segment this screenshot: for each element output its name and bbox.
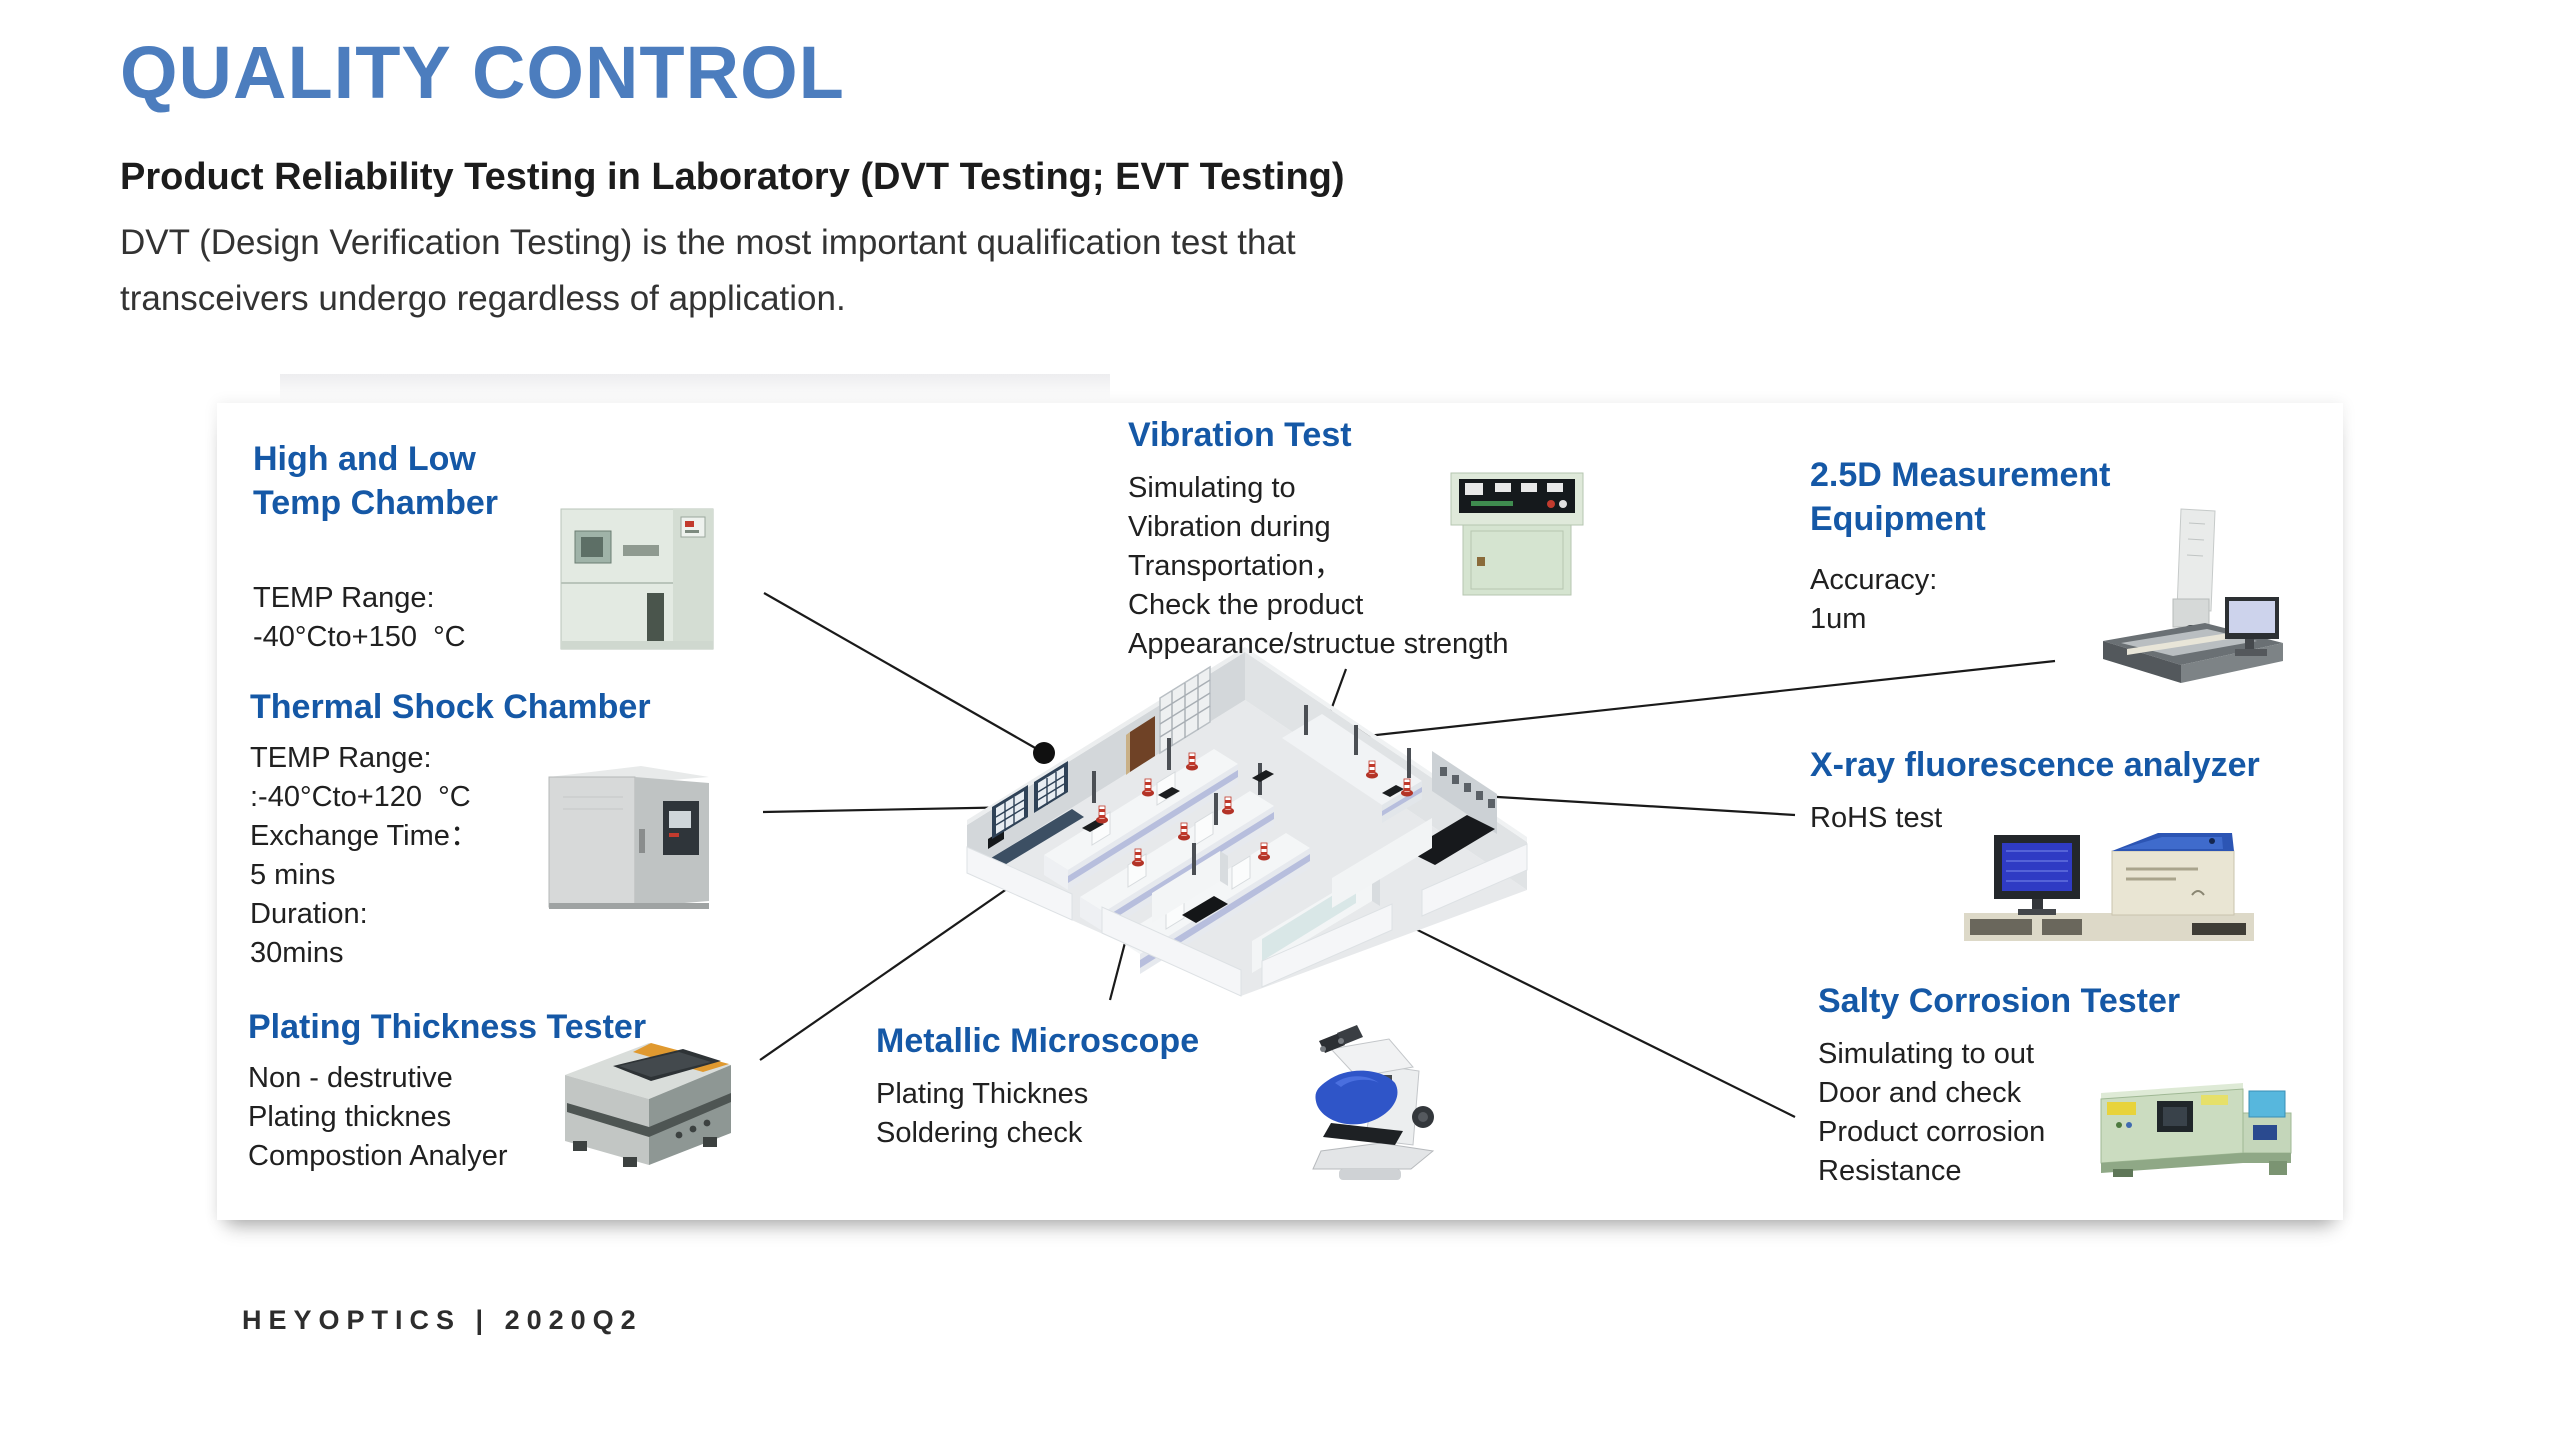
callout-title: Salty Corrosion Tester [1818,982,2181,1020]
callout-title: 2.5D Measurement Equipment [1810,456,2111,538]
callout-body: Simulating to out Door and check Product… [1818,1038,2046,1187]
callout-metallic-microscope: Metallic Microscope Plating Thicknes Sol… [876,1019,1199,1153]
x-ray-fluorescence-analyzer-photo [1964,833,2254,941]
callout-title: Thermal Shock Chamber [250,688,651,726]
callout-body: Plating Thicknes Soldering check [876,1078,1089,1149]
slide-description: DVT (Design Verification Testing) is the… [120,215,1296,327]
salty-corrosion-tester-photo [2100,1083,2292,1177]
callout-body: Non - destrutive Plating thicknes Compos… [248,1062,508,1172]
callout-title: Metallic Microscope [876,1022,1200,1060]
callout-vibration-test: Vibration Test Simulating to Vibration d… [1128,413,1508,664]
callout-title: Vibration Test [1128,416,1352,454]
callout-body: RoHS test [1810,802,1943,834]
callout-thermal-shock-chamber: Thermal Shock Chamber TEMP Range: :-40°C… [250,685,651,973]
slide-subtitle: Product Reliability Testing in Laborator… [120,156,1345,198]
callout-high-low-temp-chamber: High and Low Temp Chamber TEMP Range: -4… [253,437,498,657]
callout-title: Plating Thickness Tester [248,1008,647,1046]
callout-body: Accuracy: 1um [1810,564,1938,635]
callout-title: X-ray fluorescence analyzer [1810,746,2260,784]
panel-top-shadow [280,374,1110,406]
metallic-microscope-photo [1312,1025,1435,1180]
footer-brand-label: HEYOPTICS | 2020Q2 [242,1305,643,1335]
plating-thickness-tester-photo [565,1043,731,1167]
page-title: QUALITY CONTROL [120,31,845,114]
callout-salty-corrosion-tester: Salty Corrosion Tester Simulating to out… [1818,979,2180,1191]
callout-body: TEMP Range: -40°Cto+150 °C [253,582,466,653]
callout-body: TEMP Range: :-40°Cto+120 °C Exchange Tim… [250,742,479,969]
high-low-temp-chamber-photo [560,508,714,650]
callout-2-5d-measurement: 2.5D Measurement Equipment Accuracy: 1um [1810,453,2110,639]
vibration-tester-photo [1450,472,1584,596]
callout-title: High and Low Temp Chamber [253,440,498,522]
description-line: transceivers undergo regardless of appli… [120,279,846,318]
callout-plating-thickness-tester: Plating Thickness Tester Non - destrutiv… [248,1005,646,1176]
thermal-shock-chamber-photo [548,766,709,909]
lab-diagram-panel: High and Low Temp Chamber TEMP Range: -4… [217,403,2343,1220]
lab-floorplan-illustration [966,647,1528,997]
2-5d-measurement-equipment-photo [2103,508,2283,683]
description-line: DVT (Design Verification Testing) is the… [120,223,1296,262]
callout-body: Simulating to Vibration during Transport… [1128,472,1509,660]
callout-xray-analyzer: X-ray fluorescence analyzer RoHS test [1810,743,2260,838]
